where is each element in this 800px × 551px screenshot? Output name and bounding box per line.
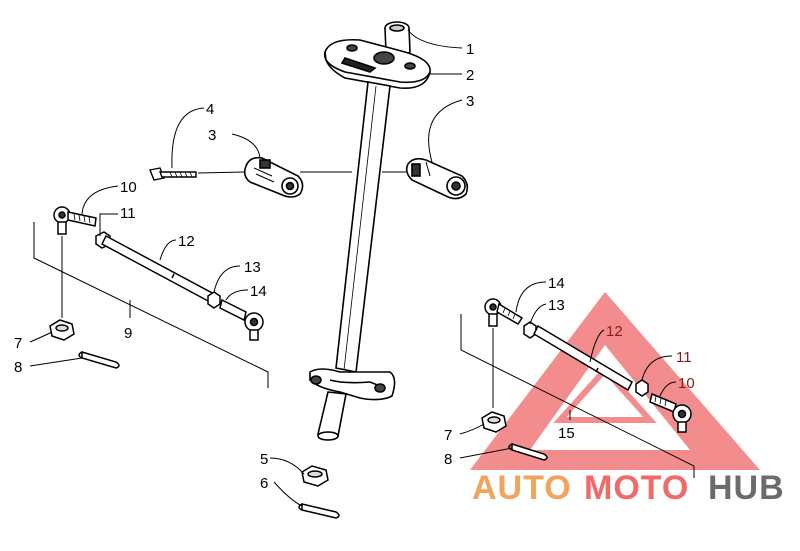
tie-rod-left-part-12 (101, 234, 215, 304)
callout-13-left: 13 (244, 259, 261, 276)
callout-7-right: 7 (444, 427, 452, 444)
cotter-pin-left-part-8 (78, 350, 120, 369)
right-tie-rod-assembly (460, 298, 695, 478)
tie-rod-end-right-part-14 (484, 298, 524, 327)
tie-rod-end-left-part-14 (219, 298, 264, 341)
nut-left-part-13 (207, 291, 221, 309)
tie-rod-right-part-12 (533, 324, 633, 392)
callout-5: 5 (260, 451, 268, 468)
assembly-line (197, 171, 245, 174)
center-cotter-pin-part-6 (298, 503, 340, 519)
left-tie-rod-assembly (33, 206, 269, 388)
callout-7-left: 7 (14, 335, 22, 352)
callout-labels: 1 2 3 4 3 10 11 12 13 14 9 7 8 5 6 14 13… (14, 41, 695, 492)
callout-14-left: 14 (250, 283, 267, 300)
callout-10-right: 10 (678, 375, 695, 392)
watermark-moto: MOTO (584, 469, 689, 507)
callout-4: 4 (206, 101, 214, 118)
callout-2: 2 (466, 67, 474, 84)
callout-15: 15 (558, 425, 575, 442)
callout-13-right: 13 (548, 297, 565, 314)
callout-12-right: 12 (606, 323, 623, 340)
callout-9: 9 (124, 325, 132, 342)
leader-lines (29, 29, 677, 507)
bolt-part-4 (149, 167, 197, 181)
top-plate-part-2 (323, 38, 431, 89)
jam-nut-right-part-11 (635, 379, 649, 397)
callout-8-left: 8 (14, 359, 22, 376)
center-castle-nut-part-5 (301, 465, 329, 487)
castle-nut-right-part-7 (481, 411, 507, 433)
nut-right-part-13 (523, 321, 537, 339)
watermark-hub: HUB (708, 469, 785, 507)
callout-12-left: 12 (178, 233, 195, 250)
callout-11-left: 11 (120, 205, 136, 222)
callout-3-left: 3 (208, 127, 216, 144)
callout-3-right: 3 (466, 93, 474, 110)
lower-bracket (309, 368, 396, 401)
castle-nut-left-part-7 (49, 319, 75, 341)
watermark-text: AUTO MOTO HUB (472, 469, 785, 507)
watermark-auto: AUTO (472, 469, 572, 507)
cotter-pin-right-part-8 (508, 442, 548, 461)
steering-post (309, 21, 431, 441)
tie-rod-end-left-part-10 (53, 206, 97, 235)
tie-rod-end-right-part-10 (649, 392, 692, 433)
callout-8-right: 8 (444, 451, 452, 468)
watermark-triangle-icon (470, 292, 760, 470)
callout-10-left: 10 (120, 179, 137, 196)
clamp-left-part-3 (243, 156, 304, 198)
callout-14-right: 14 (548, 275, 565, 292)
callout-11-right: 11 (676, 349, 692, 366)
callout-1: 1 (466, 41, 474, 58)
clamp-right-part-3 (405, 157, 469, 200)
callout-6: 6 (260, 475, 268, 492)
